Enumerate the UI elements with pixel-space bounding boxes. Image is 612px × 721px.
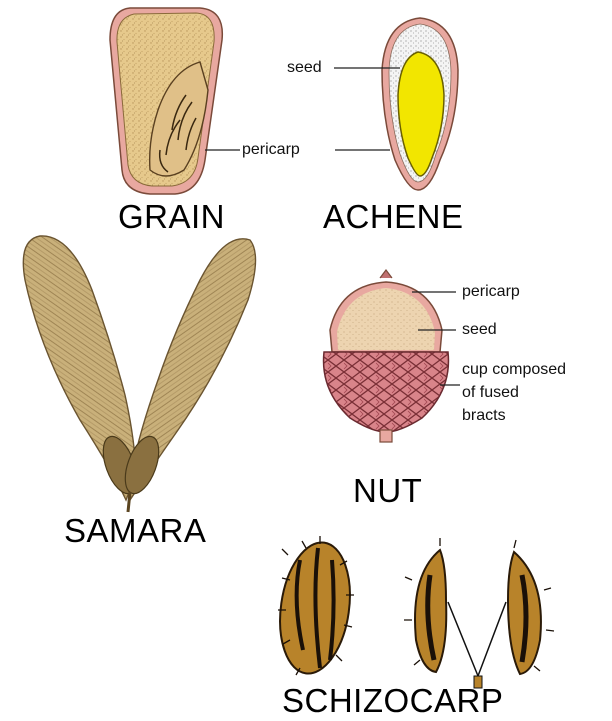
achene-illustration	[334, 18, 458, 190]
schizocarp-illustration	[272, 536, 554, 688]
nut-seed-label: seed	[462, 322, 497, 338]
samara-title: SAMARA	[64, 514, 206, 547]
nut-cup-label-line3: bracts	[462, 408, 506, 424]
schizocarp-title: SCHIZOCARP	[282, 684, 503, 717]
nut-illustration	[324, 270, 460, 442]
nut-pericarp-label: pericarp	[462, 284, 520, 300]
grain-pericarp-label: pericarp	[242, 142, 300, 158]
grain-illustration	[110, 8, 240, 194]
samara-illustration	[23, 236, 255, 512]
achene-title: ACHENE	[323, 200, 464, 233]
schizocarp-split-mericarps	[404, 538, 554, 688]
nut-title: NUT	[353, 474, 422, 507]
nut-cup-label-line1: cup composed	[462, 362, 566, 378]
nut-cup-label-line2: of fused	[462, 385, 519, 401]
achene-seed-label: seed	[287, 60, 322, 76]
grain-title: GRAIN	[118, 200, 225, 233]
schizocarp-whole-fruit	[272, 536, 358, 678]
